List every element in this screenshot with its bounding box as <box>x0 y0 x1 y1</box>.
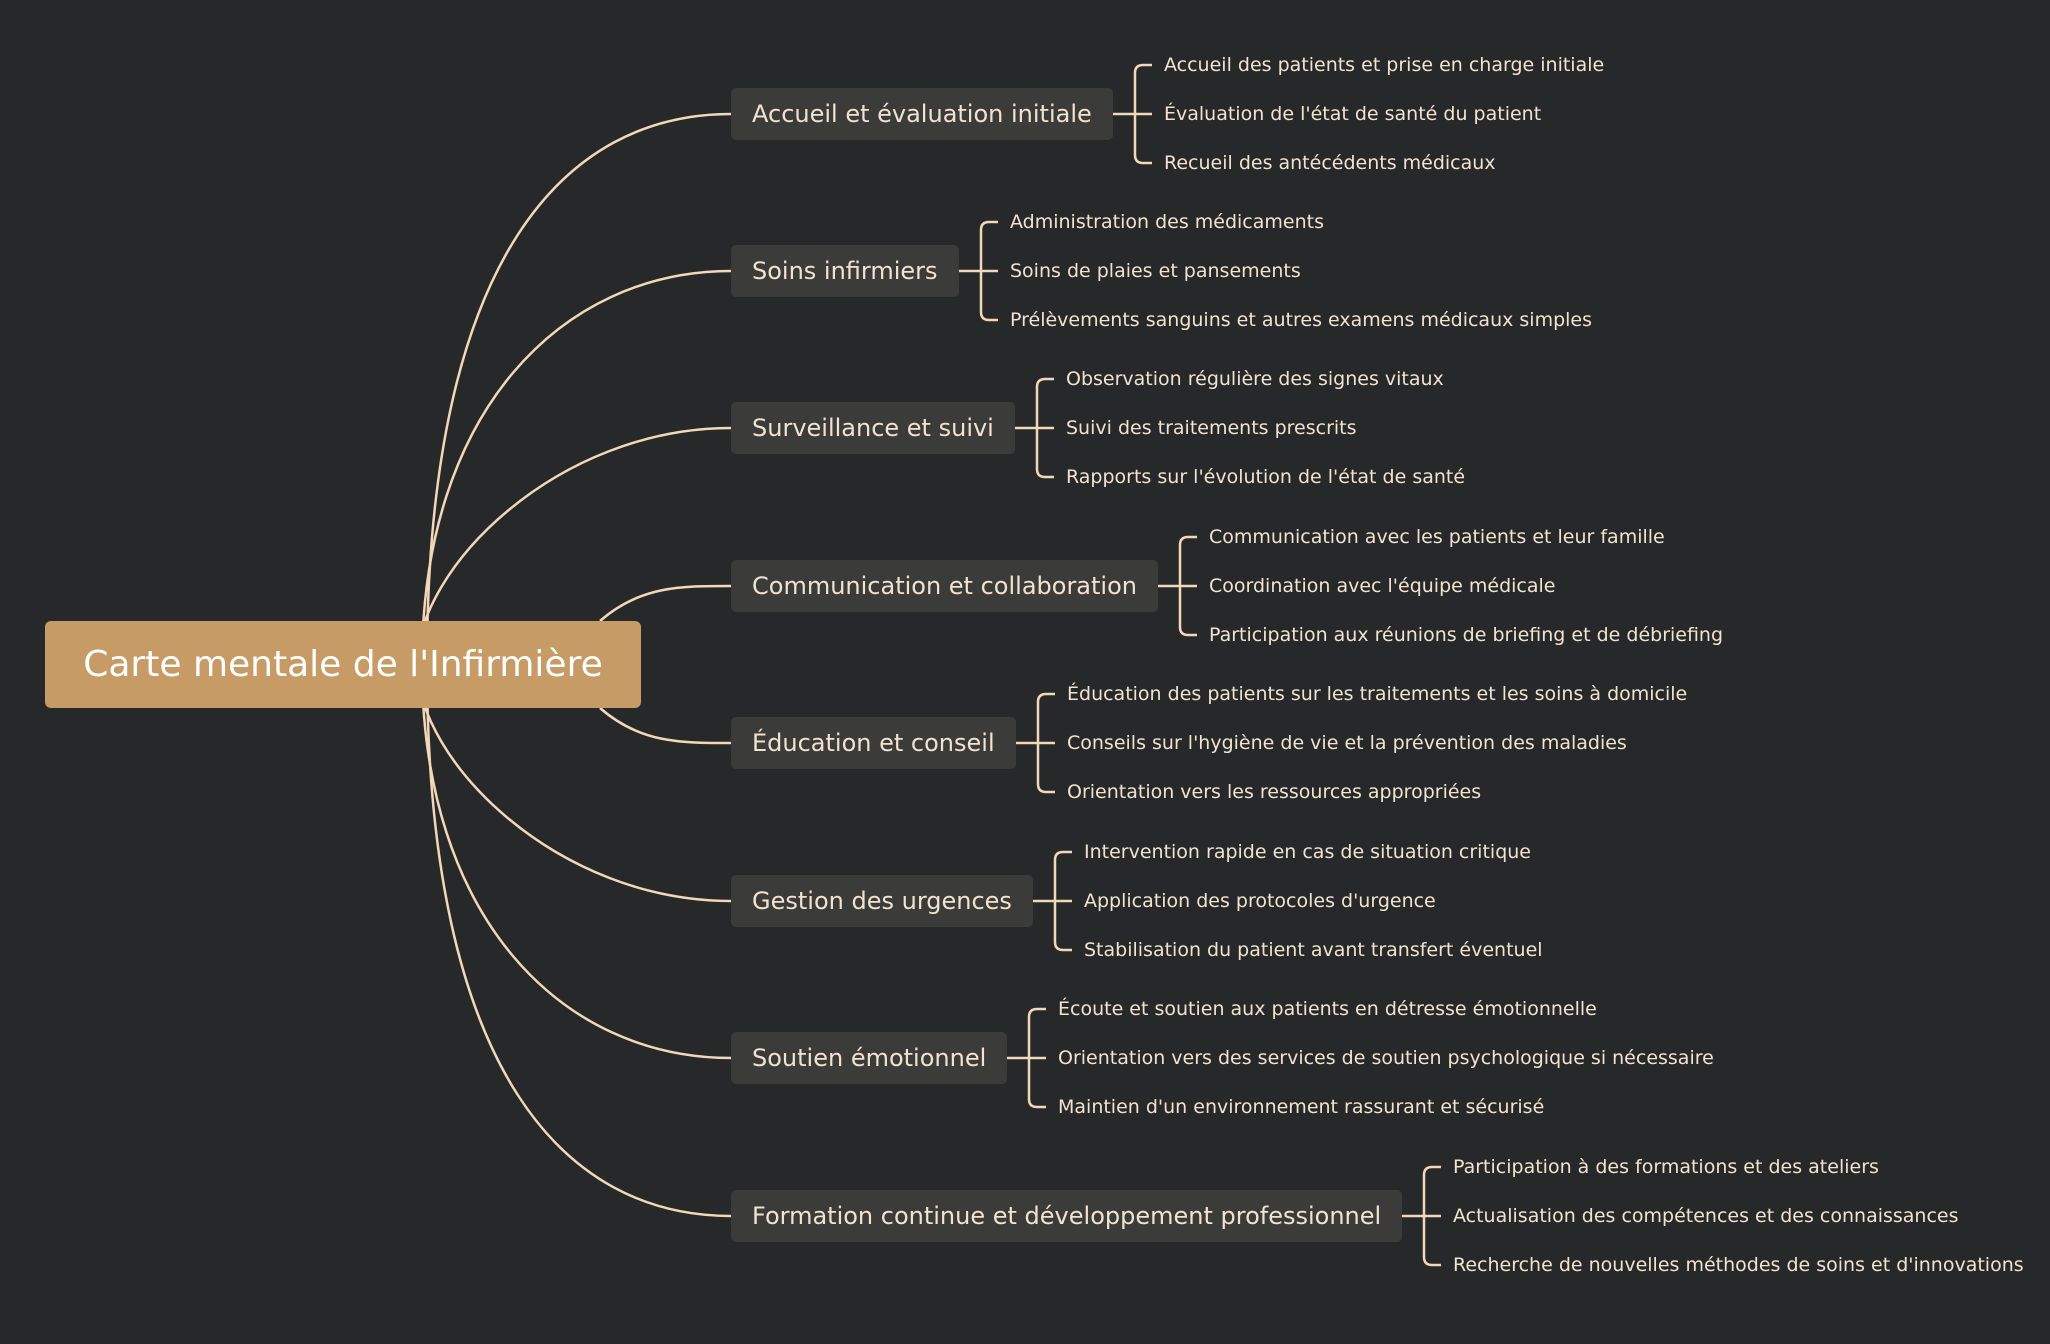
leaf-topic[interactable]: Suivi des traitements prescrits <box>1066 417 1357 439</box>
leaf-topic[interactable]: Éducation des patients sur les traitemen… <box>1067 683 1688 705</box>
root-topic[interactable]: Carte mentale de l'Infirmière <box>45 621 641 708</box>
leaf-topic[interactable]: Maintien d'un environnement rassurant et… <box>1058 1096 1545 1118</box>
leaf-bracket <box>1422 1165 1441 1267</box>
leaf-bracket <box>1027 1007 1046 1109</box>
leaf-bracket <box>1053 850 1072 952</box>
leaf-topic[interactable]: Évaluation de l'état de santé du patient <box>1164 103 1542 125</box>
leaf-topic[interactable]: Conseils sur l'hygiène de vie et la prév… <box>1067 732 1627 754</box>
root-branch-connector <box>599 584 732 622</box>
leaf-topic[interactable]: Participation à des formations et des at… <box>1453 1156 1879 1178</box>
leaf-topic[interactable]: Coordination avec l'équipe médicale <box>1209 575 1556 597</box>
leaf-topic[interactable]: Rapports sur l'évolution de l'état de sa… <box>1066 466 1466 488</box>
leaf-bracket <box>1178 535 1197 637</box>
root-branch-connector <box>425 112 732 665</box>
root-branch-connector <box>599 707 732 745</box>
leaf-topic[interactable]: Actualisation des compétences et des con… <box>1453 1205 1959 1227</box>
leaf-topic[interactable]: Orientation vers des services de soutien… <box>1058 1047 1714 1069</box>
leaf-topic[interactable]: Écoute et soutien aux patients en détres… <box>1058 998 1597 1020</box>
leaf-topic[interactable]: Intervention rapide en cas de situation … <box>1084 841 1531 863</box>
leaf-topic[interactable]: Recherche de nouvelles méthodes de soins… <box>1453 1254 2024 1276</box>
leaf-topic[interactable]: Orientation vers les ressources appropri… <box>1067 781 1482 803</box>
leaf-topic[interactable]: Participation aux réunions de briefing e… <box>1209 624 1724 646</box>
branch-topic[interactable]: Surveillance et suivi <box>731 402 1015 454</box>
leaf-topic[interactable]: Administration des médicaments <box>1010 211 1324 233</box>
leaf-bracket <box>1133 63 1152 165</box>
leaf-topic[interactable]: Accueil des patients et prise en charge … <box>1164 54 1605 76</box>
leaf-topic[interactable]: Application des protocoles d'urgence <box>1084 890 1436 912</box>
root-branch-connector <box>420 269 732 665</box>
branch-topic[interactable]: Accueil et évaluation initiale <box>731 88 1113 140</box>
root-branch-connector <box>425 663 732 1218</box>
leaf-bracket <box>979 220 998 322</box>
branch-topic[interactable]: Éducation et conseil <box>731 717 1016 769</box>
leaf-bracket <box>1036 692 1055 794</box>
leaf-topic[interactable]: Soins de plaies et pansements <box>1010 260 1301 282</box>
root-branch-connector <box>420 663 732 1060</box>
branch-topic[interactable]: Gestion des urgences <box>731 875 1033 927</box>
branch-topic[interactable]: Communication et collaboration <box>731 560 1158 612</box>
branch-topic[interactable]: Soutien émotionnel <box>731 1032 1008 1084</box>
leaf-topic[interactable]: Communication avec les patients et leur … <box>1209 526 1665 548</box>
branch-topic[interactable]: Formation continue et développement prof… <box>731 1190 1403 1242</box>
leaf-bracket <box>1035 377 1054 479</box>
leaf-topic[interactable]: Recueil des antécédents médicaux <box>1164 152 1496 174</box>
leaf-topic[interactable]: Stabilisation du patient avant transfert… <box>1084 939 1543 961</box>
leaf-topic[interactable]: Prélèvements sanguins et autres examens … <box>1010 309 1593 331</box>
branch-topic[interactable]: Soins infirmiers <box>731 245 959 297</box>
leaf-topic[interactable]: Observation régulière des signes vitaux <box>1066 368 1444 390</box>
